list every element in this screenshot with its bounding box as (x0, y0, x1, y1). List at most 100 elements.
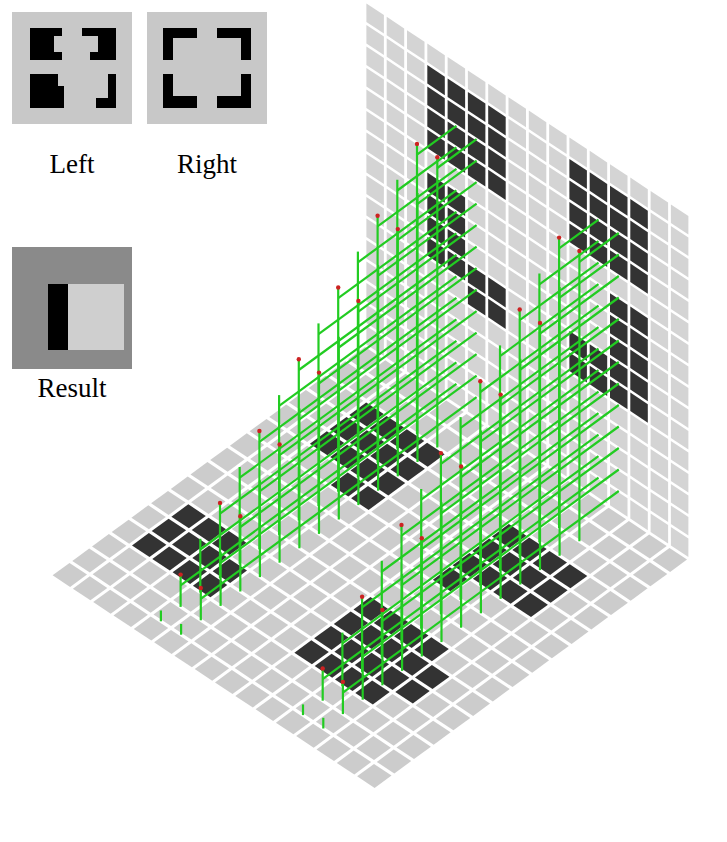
red-dot (375, 214, 379, 218)
green-line (559, 220, 598, 249)
thumb-ground (12, 247, 132, 369)
green-line (417, 126, 456, 155)
red-dot (218, 501, 222, 505)
green-line (381, 610, 383, 685)
wall-tile (590, 151, 608, 181)
wall-tile (549, 124, 567, 154)
red-dot (199, 586, 203, 590)
wall-tile (448, 57, 466, 87)
red-dot (399, 523, 403, 527)
red-dot (459, 464, 463, 468)
green-line (240, 319, 457, 477)
green-line (558, 287, 560, 556)
green-line (357, 301, 359, 505)
green-line (200, 588, 202, 620)
green-line (322, 669, 324, 701)
red-dot (478, 379, 482, 383)
green-line (421, 370, 598, 500)
wall-tile (529, 111, 547, 141)
wall-tile (630, 178, 648, 208)
red-dot (420, 536, 424, 540)
green-line (302, 704, 304, 715)
dark-bar (48, 284, 68, 350)
green-line (180, 624, 182, 635)
green-line (560, 255, 619, 298)
green-line (579, 233, 618, 262)
image-caption: Left (50, 150, 95, 180)
green-line (397, 229, 399, 476)
red-dot (577, 249, 581, 253)
wall-grid (366, 3, 688, 557)
green-lattice (161, 126, 619, 729)
bracket (163, 28, 197, 60)
bracket (30, 74, 64, 108)
wall-tile (610, 164, 628, 194)
green-line (437, 139, 476, 168)
wall-tile (366, 3, 384, 33)
image-caption: Right (177, 150, 237, 180)
wall-tile (569, 137, 587, 167)
wall-tile (671, 204, 689, 234)
red-dot (557, 235, 561, 239)
green-line (519, 359, 521, 585)
wall-tile (509, 97, 527, 127)
red-dot (341, 680, 345, 684)
thumb-ground (147, 12, 267, 124)
red-dot (435, 155, 439, 159)
green-line (480, 431, 482, 614)
red-dot (336, 285, 340, 289)
red-dot (321, 666, 325, 670)
light-square (68, 284, 124, 350)
wall-tile (651, 191, 669, 221)
green-line (279, 276, 456, 406)
left-thumbnail (12, 12, 132, 124)
wall-tile (407, 30, 425, 60)
red-dot (498, 392, 502, 396)
bracket (217, 28, 251, 60)
red-dot (396, 227, 400, 231)
green-line (436, 157, 438, 447)
green-line (378, 204, 477, 276)
green-line (362, 646, 364, 700)
red-dot (439, 451, 443, 455)
red-dot (257, 429, 261, 433)
green-line (338, 337, 340, 520)
red-dot (178, 572, 182, 576)
red-dot (277, 442, 281, 446)
green-line (220, 552, 222, 606)
green-line (440, 502, 442, 642)
red-dot (317, 370, 321, 374)
wall-tile (468, 70, 486, 100)
image-caption: Result (37, 374, 106, 404)
green-line (279, 445, 281, 563)
red-dot (415, 142, 419, 146)
green-line (401, 574, 403, 671)
red-dot (380, 608, 384, 612)
green-line (500, 395, 502, 599)
green-line (199, 539, 201, 593)
green-line (180, 575, 182, 607)
thumb-ground (12, 12, 132, 124)
green-line (520, 298, 619, 370)
green-line (539, 241, 598, 284)
wall-tile (427, 44, 445, 74)
bracket (163, 74, 197, 108)
green-line (421, 538, 423, 656)
floor-grid (53, 347, 687, 788)
green-line (416, 193, 418, 462)
green-line (299, 290, 476, 420)
red-dot (360, 595, 364, 599)
bracket (96, 74, 116, 108)
green-line (298, 409, 300, 549)
green-line (259, 480, 261, 577)
bracket (217, 74, 251, 108)
wall-tile (488, 84, 506, 114)
green-line (460, 467, 462, 628)
bracket (30, 28, 62, 60)
floor-tile (357, 764, 391, 788)
green-line (402, 427, 619, 585)
green-line (260, 333, 477, 491)
green-line (377, 265, 379, 491)
bracket (82, 28, 116, 60)
